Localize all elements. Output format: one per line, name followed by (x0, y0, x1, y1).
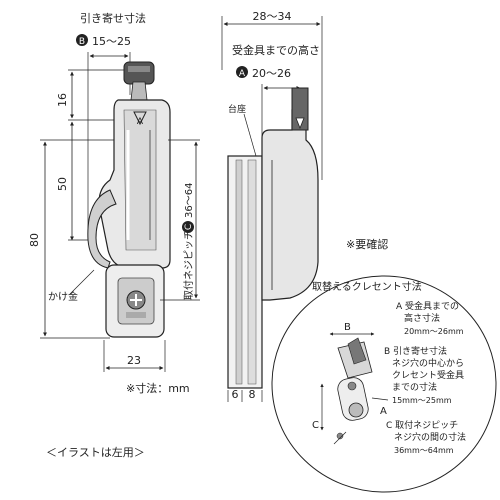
hook-label: かけ金 (48, 290, 78, 303)
inset-c-line2: ネジ穴の間の寸法 (394, 431, 466, 443)
crescent-inset: 取替えるクレセント寸法 B A C A 受金具までの 高さ寸法 20mm〜26m… (271, 275, 497, 493)
illustration-note: ＜イラストは左用＞ (46, 446, 145, 459)
pitch-range-value: 36〜64 (184, 183, 195, 218)
unit-note: ※寸法：mm (126, 381, 190, 395)
hook-leader (69, 269, 95, 295)
inset-c-title: C 取付ネジピッチ (386, 420, 458, 431)
key-cylinder (123, 61, 155, 101)
overall-range-value: 28〜34 (253, 10, 292, 23)
pitch-label: 取付ネジピッチ (182, 230, 195, 300)
lever-handle: A (98, 99, 171, 269)
base-plate (105, 264, 165, 338)
dim-width-value: 23 (127, 354, 141, 367)
dim-top-value: 16 (56, 93, 69, 107)
pull-dimension-label: 引き寄せ寸法 (80, 11, 146, 25)
inset-b-title: B 引き寄せ寸法 (384, 345, 447, 357)
height-badge-circle (236, 66, 248, 78)
inset-a-value: 20mm〜26mm (404, 327, 464, 336)
hook (87, 189, 117, 269)
inset-letter-b: B (344, 322, 351, 333)
side-view: 28〜34 受金具までの高さ A 20〜26 台座 6 8 (221, 10, 323, 402)
dim-total-value: 80 (28, 233, 41, 247)
pitch-badge-letter: C (184, 224, 194, 230)
side-body (227, 87, 319, 389)
height-range-value: 20〜26 (252, 67, 291, 80)
base-label: 台座 (228, 103, 246, 115)
pull-range-value: 15〜25 (92, 35, 131, 48)
inset-crescent-illustration: B A C (312, 322, 389, 445)
height-badge-letter: A (239, 69, 246, 79)
pitch-badge-circle (182, 221, 194, 233)
inset-letter-c: C (312, 420, 319, 431)
inset-title: 取替えるクレセント寸法 (312, 280, 422, 293)
inset-b-line4: までの寸法 (392, 381, 437, 393)
inset-c-value: 36mm〜64mm (394, 446, 454, 455)
height-label: 受金具までの高さ (232, 43, 320, 57)
inset-b-value: 15mm〜25mm (392, 396, 452, 405)
confirm-note: ※要確認 (346, 237, 388, 251)
dim-mid-value: 50 (56, 177, 69, 191)
base-leader (243, 113, 257, 157)
inset-b-line2: ネジ穴の中心から (392, 357, 464, 369)
dim-b-value: 8 (249, 388, 256, 401)
front-view: 引き寄せ寸法 B 15〜25 16 50 80 23 (28, 11, 200, 372)
pull-badge-letter: B (79, 37, 85, 47)
inset-b-line3: クレセント受金具 (392, 369, 464, 381)
lever-arrow-mark: A (137, 117, 144, 127)
inset-a-title: A 受金具までの (396, 300, 459, 312)
inset-letter-a: A (380, 406, 387, 417)
dim-a-value: 6 (232, 388, 239, 401)
inset-a-title2: 高さ寸法 (404, 312, 440, 324)
pull-badge-circle (76, 34, 88, 46)
